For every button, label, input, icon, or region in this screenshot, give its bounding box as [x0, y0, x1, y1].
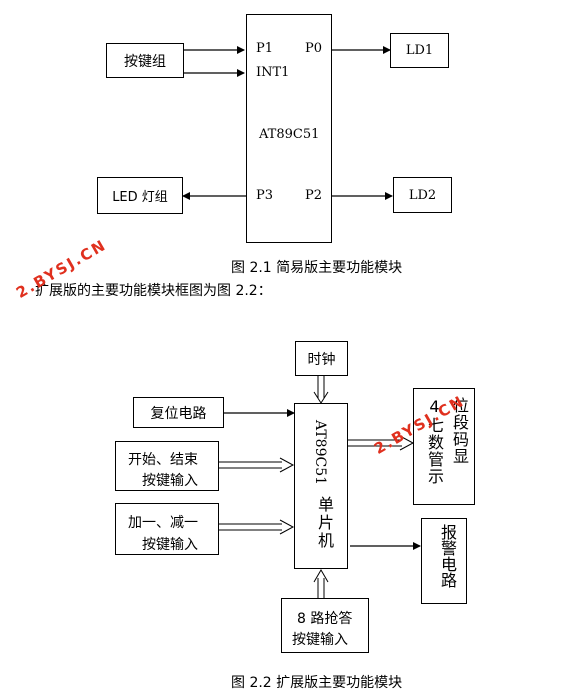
pin-int1-label: INT1 [256, 65, 290, 80]
responder-to-mcu-arrow [313, 569, 329, 583]
ld1-box: LD1 [390, 33, 449, 68]
alarm-label: 报警电路 [438, 524, 457, 588]
led-group-box: LED 灯组 [97, 177, 183, 214]
alarm-circuit-box: 报警电路 [421, 518, 467, 604]
keys-group-box: 按键组 [106, 43, 184, 78]
responder-input-box: 8 路抢答 按键输入 [281, 598, 369, 653]
mcu-block-2: AT89C51 单片机 [294, 403, 348, 569]
mcu-block-1 [246, 14, 332, 243]
clock-to-mcu-arrow [313, 391, 329, 404]
pin-p0-label: P0 [305, 41, 323, 56]
clock-box: 时钟 [295, 341, 348, 376]
ld2-box: LD2 [393, 177, 452, 213]
responder-line1: 8 路抢答 [297, 611, 353, 627]
display-box: 位段码显 4七数管示 [413, 388, 475, 505]
plus-minus-line1: 加一、减一 [128, 515, 198, 531]
intro-text: 扩展版的主要功能模块框图为图 2.2： [35, 283, 272, 299]
pin-p1-label: P1 [256, 41, 274, 56]
pin-p3-label: P3 [256, 188, 274, 203]
reset-circuit-box: 复位电路 [133, 397, 224, 428]
display-col1: 4七数管示 [425, 397, 444, 485]
mcu-label-latin: AT89C51 [312, 420, 328, 486]
mcu-label-1: AT89C51 [259, 127, 320, 142]
start-end-line1: 开始、结束 [128, 452, 198, 468]
display-col2: 位段码显 [450, 397, 469, 465]
pin-p2-label: P2 [305, 188, 323, 203]
start-end-line2: 按键输入 [142, 473, 198, 489]
diagram1-caption: 图 2.1 简易版主要功能模块 [231, 260, 403, 276]
plus-minus-input-box: 加一、减一 按键输入 [115, 503, 219, 555]
plus-minus-line2: 按键输入 [142, 537, 198, 553]
mcu-label-cn: 单片机 [315, 496, 334, 550]
start-end-to-mcu-arrow [279, 457, 295, 473]
responder-line2: 按键输入 [292, 632, 348, 648]
start-end-input-box: 开始、结束 按键输入 [115, 441, 219, 491]
plus-minus-to-mcu-arrow [279, 519, 295, 535]
diagram2-caption: 图 2.2 扩展版主要功能模块 [231, 675, 403, 691]
